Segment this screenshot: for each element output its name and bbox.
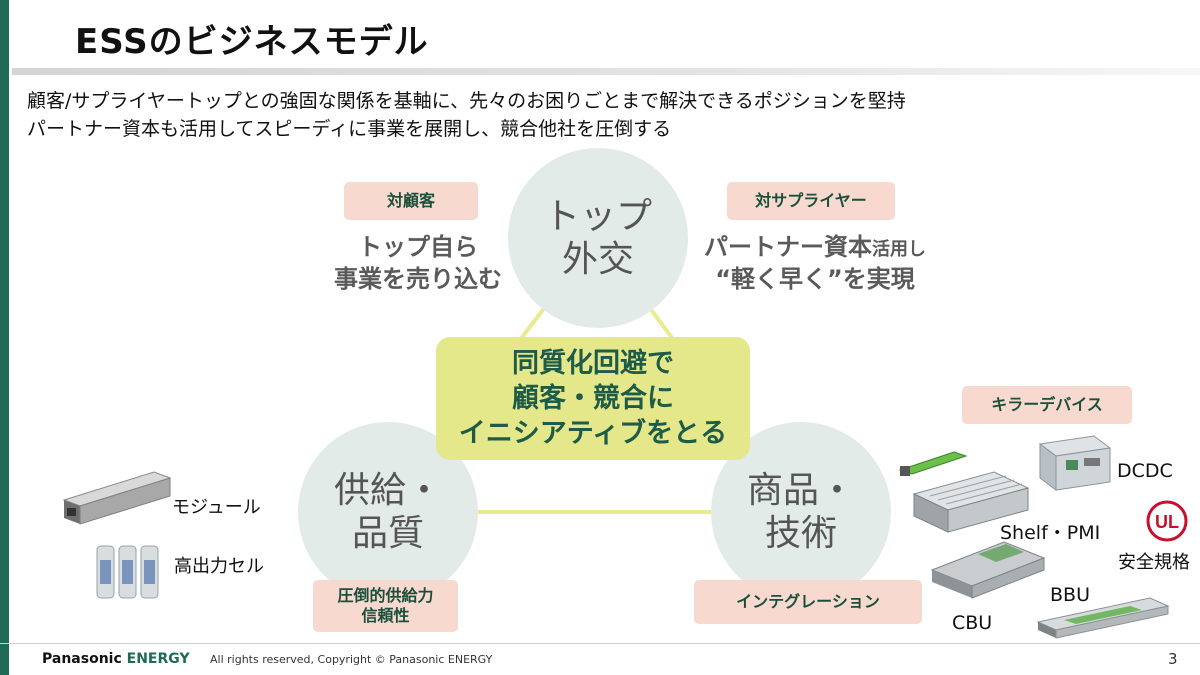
center-message: 同質化回避で 顧客・競合に イニシアティブをとる xyxy=(458,347,728,450)
supplier-desc-line-2: “軽く早く”を実現 xyxy=(715,265,915,294)
subtitle-line-2: パートナー資本も活用してスピーディに事業を展開し、競合他社を圧倒する xyxy=(27,118,672,140)
supplier-desc-line-1: パートナー資本活用し xyxy=(700,231,930,263)
ul-mark-text: UL xyxy=(1155,512,1179,532)
left-accent-bar xyxy=(0,0,9,675)
circle-top-diplomacy: トップ 外交 xyxy=(508,148,688,328)
label-safety-standard: 安全規格 xyxy=(1118,552,1190,573)
label-shelf-pmi: Shelf・PMI xyxy=(1000,522,1101,544)
supplier-desc-main: パートナー資本 xyxy=(704,233,872,261)
center-message-box: 同質化回避で 顧客・競合に イニシアティブをとる xyxy=(436,337,750,460)
circle-top-label: トップ 外交 xyxy=(543,195,652,280)
label-dcdc: DCDC xyxy=(1117,460,1173,482)
subtitle-line-1: 顧客/サプライヤートップとの強固な関係を基軸に、先々のお困りごとまで解決できるポ… xyxy=(27,90,906,112)
title-divider xyxy=(12,68,1200,75)
battery-module-image xyxy=(62,471,172,525)
label-module: モジュール xyxy=(172,497,261,518)
pill-killer-device: キラーデバイス xyxy=(962,386,1132,424)
customer-desc-line-1: トップ自ら xyxy=(358,233,478,261)
green-connector-image xyxy=(898,451,968,476)
company-logo: Panasonic ENERGY xyxy=(42,651,190,667)
supplier-desc-small: 活用し xyxy=(872,239,926,260)
circle-left-label: 供給・ 品質 xyxy=(333,469,442,554)
dcdc-device-image xyxy=(1038,435,1112,491)
circle-right-label: 商品・ 技術 xyxy=(746,469,855,554)
pill-for-customer: 対顧客 xyxy=(344,182,478,220)
circle-product-technology: 商品・ 技術 xyxy=(711,422,891,602)
ul-certification-icon: UL xyxy=(1146,500,1188,542)
pill-supply-reliability: 圧倒的供給力 信頼性 xyxy=(313,580,458,632)
page-title: ESSのビジネスモデル xyxy=(75,22,429,62)
battery-cells-image xyxy=(96,545,159,599)
label-cbu: CBU xyxy=(952,612,993,634)
page-number: 3 xyxy=(1168,650,1178,668)
shelf-pmi-image xyxy=(912,471,1030,533)
label-high-output-cell: 高出力セル xyxy=(174,556,264,577)
logo-accent: ENERGY xyxy=(126,651,190,667)
cbu-device-image xyxy=(930,541,1046,599)
label-bbu: BBU xyxy=(1050,584,1090,606)
customer-description: トップ自ら 事業を売り込む xyxy=(318,231,518,296)
pill-for-supplier: 対サプライヤー xyxy=(727,182,895,220)
bbu-device-image xyxy=(1036,597,1170,639)
customer-desc-line-2: 事業を売り込む xyxy=(334,265,502,294)
pill-integration: インテグレーション xyxy=(694,580,922,624)
supplier-description: パートナー資本活用し “軽く早く”を実現 xyxy=(700,231,930,296)
footer-divider xyxy=(0,643,1200,644)
logo-main: Panasonic xyxy=(42,651,122,667)
copyright-text: All rights reserved, Copyright © Panason… xyxy=(210,653,493,666)
